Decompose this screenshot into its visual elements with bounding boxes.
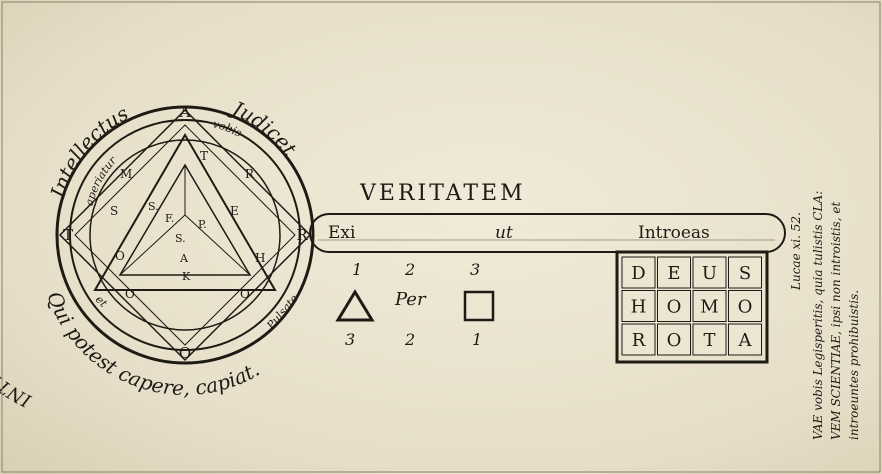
bit-letter: A — [738, 330, 753, 351]
ring-letter-left: T — [63, 226, 73, 244]
bow-core-ring — [89, 139, 281, 331]
bit-letter: O — [667, 297, 682, 318]
ring-letter-top: A — [179, 103, 191, 121]
center-letter: P. — [198, 218, 207, 231]
right-line-1: VAE vobis Legisperitis, quia tulistis CL… — [811, 191, 825, 440]
bow-triangle-inner — [118, 163, 252, 276]
bit-cell — [692, 256, 727, 289]
ring-letter-right: R — [296, 226, 308, 244]
number-top-1: 1 — [352, 260, 362, 279]
center-letter: F. — [165, 212, 174, 225]
bit-letter: U — [702, 263, 717, 284]
number-top-3: 3 — [470, 260, 480, 279]
center-letter: A — [179, 252, 189, 265]
bit-letter: O — [667, 330, 682, 351]
bit-letter: O — [738, 297, 753, 318]
bit-cell — [728, 290, 762, 322]
right-line-2: VEM SCIENTIAE, ipsi non introistis, et — [829, 202, 843, 440]
bit-letter: R — [632, 330, 646, 351]
shaft-word-3: Introeas — [638, 223, 710, 243]
per-label: Per — [394, 289, 427, 310]
triangle-letter: T — [200, 149, 208, 163]
triangle-letter: H — [255, 251, 265, 265]
bit-cell — [657, 323, 691, 356]
center-letter: K — [182, 270, 191, 283]
bit-cell — [621, 323, 656, 356]
triangle-letter: E — [230, 204, 239, 218]
bit-cell — [621, 290, 656, 322]
bit-cell — [728, 323, 762, 356]
bit-cell — [621, 256, 656, 289]
triangle-letter: R — [245, 167, 255, 181]
key-bit — [615, 250, 769, 364]
bit-cell — [657, 256, 691, 289]
number-top-2: 2 — [404, 260, 415, 279]
bow-triangle-outer — [93, 133, 277, 291]
bow-diamond-inner — [74, 124, 296, 346]
square-symbol — [463, 290, 495, 322]
triangle-letter: M — [120, 167, 132, 181]
bit-letter: E — [667, 263, 680, 284]
center-letter: S. — [148, 200, 159, 213]
shaft-word-1: Exi — [328, 223, 356, 243]
bit-cell — [692, 323, 727, 356]
triangle-letter: O — [240, 287, 250, 301]
bow-text-left: INTELLIGENTIBUS — [0, 253, 35, 412]
triangle-letter: S — [110, 204, 118, 218]
number-bottom-3: 1 — [472, 330, 482, 349]
key-shaft — [309, 213, 786, 253]
bit-letter: T — [703, 330, 715, 351]
bow-text-bottom: Qui potest capere, capiat. — [42, 288, 263, 400]
number-bottom-1: 3 — [345, 330, 355, 349]
shaft-title: VERITATEM — [359, 181, 526, 206]
triangle-letter: O — [125, 287, 135, 301]
bow-diamond — [58, 108, 312, 362]
bow-inner-ring — [69, 119, 301, 351]
right-inscription: Lucae xi. 52. VAE vobis Legisperitis, qu… — [789, 191, 861, 440]
bit-cell — [657, 290, 691, 322]
shaft-word-2: ut — [495, 223, 513, 243]
bit-cell — [728, 256, 762, 289]
bit-letter: M — [700, 297, 718, 318]
triangle-symbol — [335, 289, 375, 322]
bit-cell — [692, 290, 727, 322]
number-bottom-2: 2 — [404, 330, 415, 349]
bit-letter: D — [631, 263, 645, 284]
ring-letter-bottom: O — [179, 344, 191, 362]
luke-reference: Lucae xi. 52. — [789, 212, 803, 291]
right-line-3: introeuntes prohibuistis. — [847, 290, 861, 440]
triangle-letter: O — [115, 249, 125, 263]
center-letter: S. — [175, 232, 186, 245]
bit-letter: S — [739, 263, 751, 284]
bit-letter: H — [631, 297, 647, 318]
bow-outer-ring — [55, 105, 315, 365]
